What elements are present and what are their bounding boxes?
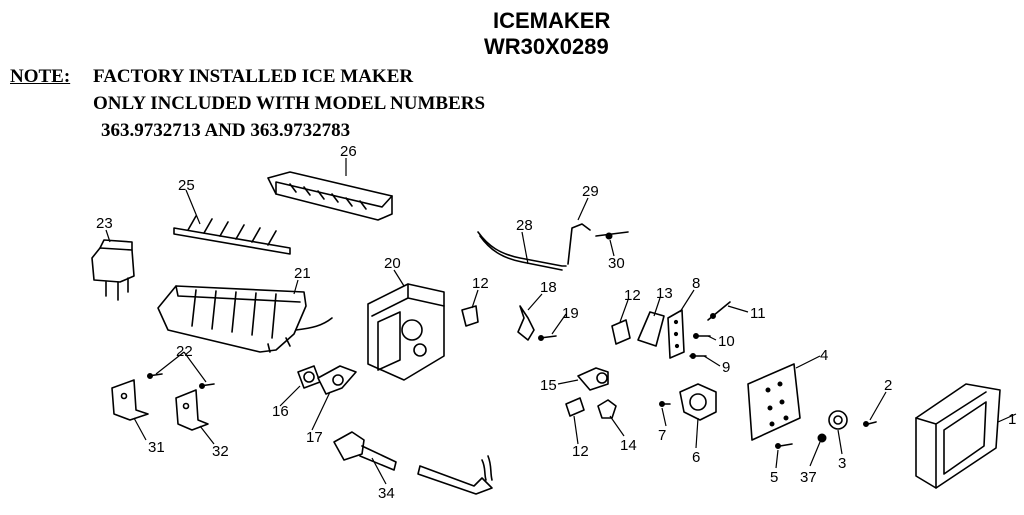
callout-4: 4 [820, 347, 828, 364]
callout-31: 31 [148, 439, 165, 456]
part-20-housing [367, 283, 445, 381]
part-7-screw [659, 401, 671, 407]
callout-2: 2 [884, 377, 892, 394]
part-6-motor [679, 383, 717, 421]
callout-11: 11 [750, 305, 766, 322]
note-line-1: FACTORY INSTALLED ICE MAKER [93, 66, 414, 87]
part-25-ejector [173, 215, 291, 255]
part-28-arm [477, 231, 567, 271]
callout-8: 8 [692, 275, 700, 292]
callout-29: 29 [582, 183, 599, 200]
callout-16: 16 [272, 403, 289, 420]
part-11-screw [707, 301, 731, 321]
callout-34: 34 [378, 485, 395, 502]
callout-30: 30 [608, 255, 625, 272]
callout-37: 37 [800, 469, 817, 486]
note-line-2: ONLY INCLUDED WITH MODEL NUMBERS [93, 93, 486, 114]
note-prefix: NOTE: [10, 66, 71, 87]
part-15-valve [577, 367, 609, 391]
part-10-screw [693, 333, 711, 339]
part-18-lever [517, 305, 535, 341]
part-3-knob [828, 410, 848, 430]
callout-28: 28 [516, 217, 533, 234]
part-17-clip [317, 365, 357, 395]
callout-32: 32 [212, 443, 229, 460]
part-9-screw [689, 353, 707, 359]
part-30-nut [595, 231, 629, 240]
leader-lines [105, 158, 1017, 485]
part-number-title: WR30X0289 [484, 34, 609, 59]
callout-9: 9 [722, 359, 730, 376]
callout-19: 19 [562, 305, 579, 322]
part-29-spring [567, 223, 591, 265]
callout-14: 14 [620, 437, 637, 454]
note-block: NOTE: [10, 66, 70, 88]
callout-15: 15 [540, 377, 557, 394]
callout-20: 20 [384, 255, 401, 272]
part-19-screw [538, 335, 557, 341]
part-16-thermostat [297, 365, 321, 389]
callout-12-lower: 12 [572, 443, 589, 460]
part-12-lower [565, 397, 585, 417]
part-37-nut [817, 433, 827, 443]
callout-12-middle: 12 [624, 287, 641, 304]
callout-7: 7 [658, 427, 666, 444]
part-13-cam [637, 311, 665, 347]
note-line-3: 363.9732713 AND 363.9732783 [101, 120, 351, 141]
callout-21: 21 [294, 265, 311, 282]
part-14-gear [597, 399, 617, 419]
callout-13: 13 [656, 285, 673, 302]
callout-6: 6 [692, 449, 700, 466]
part-12-upper [461, 305, 479, 327]
part-32-bracket [175, 389, 209, 431]
callout-3: 3 [838, 455, 846, 472]
part-34-harness [333, 431, 493, 495]
part-4-plate [747, 363, 801, 441]
callout-17: 17 [306, 429, 323, 446]
callout-22: 22 [176, 343, 193, 360]
part-8-switch-plate [667, 309, 685, 359]
callout-18: 18 [540, 279, 557, 296]
part-1-cover [915, 383, 1001, 489]
callout-25: 25 [178, 177, 195, 194]
diagram-title: ICEMAKER [493, 8, 611, 33]
part-26-stripper [267, 171, 393, 221]
callout-26: 26 [340, 143, 357, 160]
part-31-bracket [111, 379, 149, 421]
part-2-screw [863, 421, 877, 427]
part-21-mold [157, 285, 333, 353]
callout-12-upper: 12 [472, 275, 489, 292]
callout-23: 23 [96, 215, 113, 232]
part-5-screw [775, 443, 793, 449]
part-22-screws [147, 373, 215, 389]
part-12-middle [611, 319, 631, 345]
callout-10: 10 [718, 333, 735, 350]
callout-5: 5 [770, 469, 778, 486]
part-23-bracket [91, 239, 135, 301]
callout-1: 1 [1008, 411, 1016, 428]
